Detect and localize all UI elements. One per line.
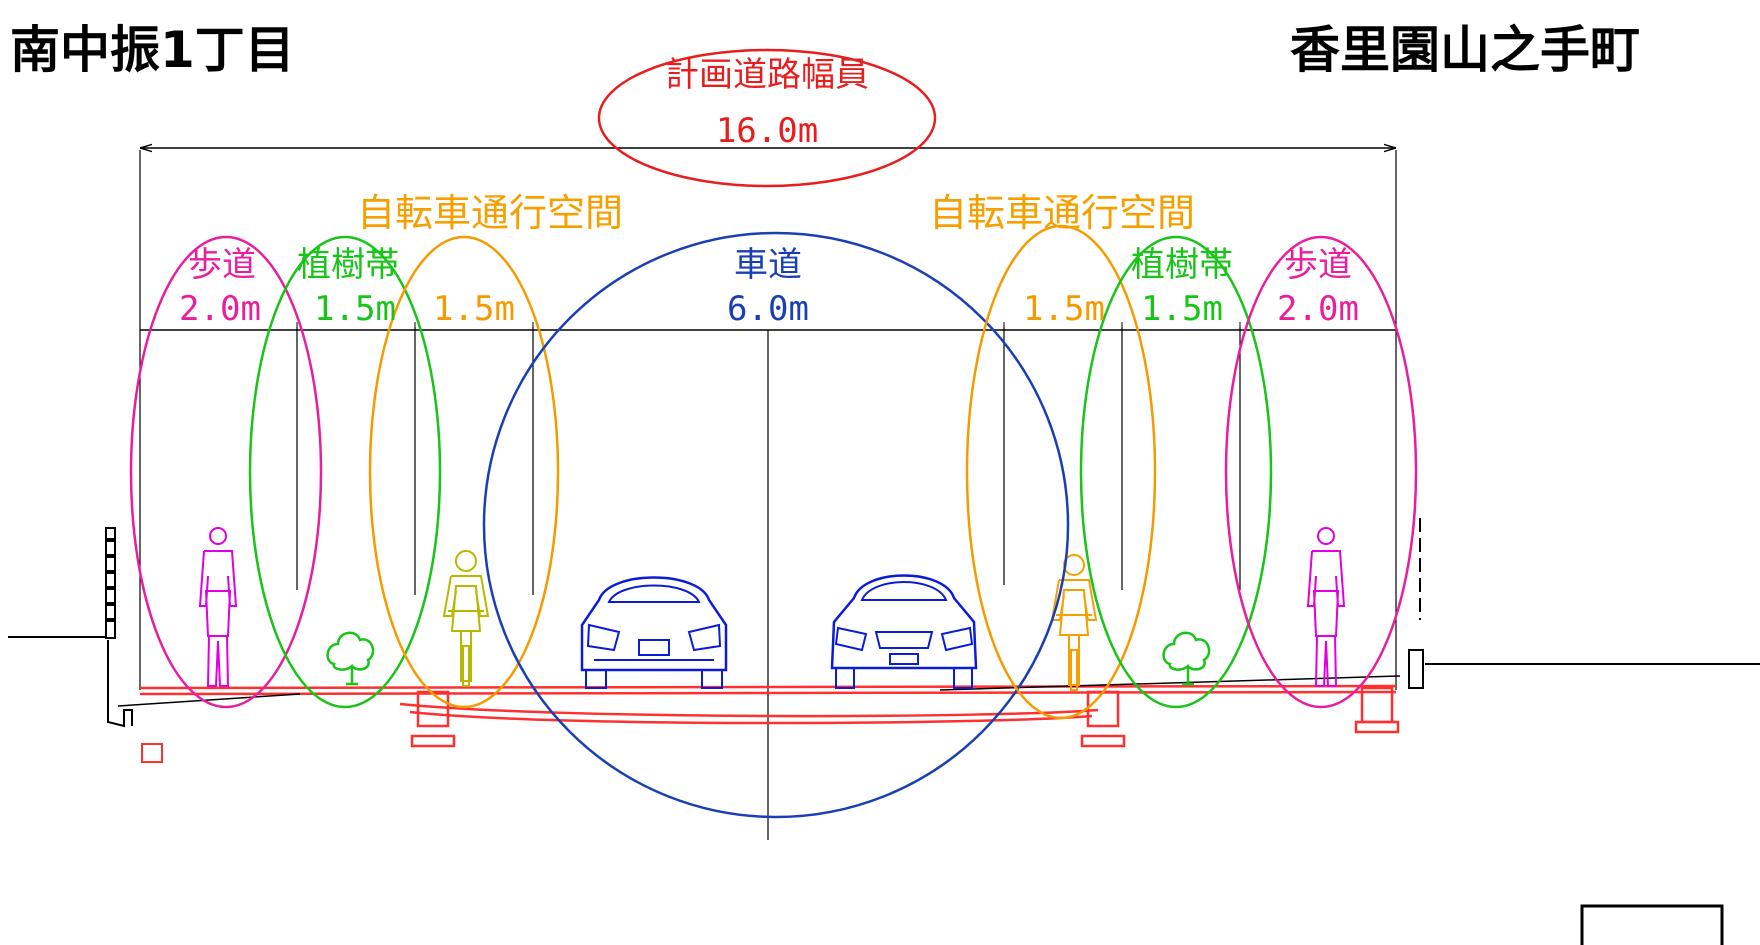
bike-space-label-right: 自転車通行空間 [929, 191, 1195, 235]
cyclist-icon [443, 550, 489, 687]
planned-width-value: 16.0m [716, 111, 818, 151]
car-front-icon [830, 574, 978, 690]
section-width-sidewalk-right: 2.0m [1277, 289, 1359, 329]
highlight-ellipses [129, 48, 1418, 819]
location-title-left: 南中振1丁目 [10, 21, 295, 79]
section-width-roadway: 6.0m [727, 289, 809, 329]
roadway-circle [482, 231, 1070, 819]
sidewalk-ellipse-left [129, 235, 323, 709]
pedestrian-icon [199, 527, 237, 687]
bike-space-label-left: 自転車通行空間 [357, 191, 623, 235]
bike-ellipse-right [965, 224, 1157, 720]
wall-right [1408, 518, 1424, 689]
section-label-sidewalk-right: 歩道 [1284, 245, 1352, 285]
planned-width-ellipse [597, 48, 937, 188]
corner-frame [1580, 904, 1724, 945]
planting-ellipse-right [1079, 235, 1273, 709]
section-width-bike-left: 1.5m [433, 289, 515, 329]
section-label-sidewalk-left: 歩道 [188, 245, 256, 285]
tree-icon [1162, 631, 1211, 686]
section-label-planting-left: 植樹帯 [297, 245, 399, 285]
planting-ellipse-left [248, 235, 442, 709]
planned-width-label: 計画道路幅員 [665, 55, 869, 95]
section-label-planting-right: 植樹帯 [1131, 245, 1233, 285]
section-width-planting-left: 1.5m [314, 289, 396, 329]
section-label-roadway: 車道 [734, 245, 802, 285]
bike-ellipse-left [368, 235, 560, 709]
car-rear-icon [580, 576, 728, 690]
road-pavement [139, 684, 1400, 748]
location-title-right: 香里園山之手町 [1290, 21, 1640, 79]
sidewalk-ellipse-right [1224, 235, 1418, 709]
section-width-bike-right: 1.5m [1023, 289, 1105, 329]
tree-icon [326, 631, 375, 686]
extension-lines [139, 150, 1397, 840]
wall-left [105, 527, 163, 763]
pedestrian-icon [1307, 527, 1345, 687]
section-width-planting-right: 1.5m [1141, 289, 1223, 329]
section-width-sidewalk-left: 2.0m [179, 289, 261, 329]
